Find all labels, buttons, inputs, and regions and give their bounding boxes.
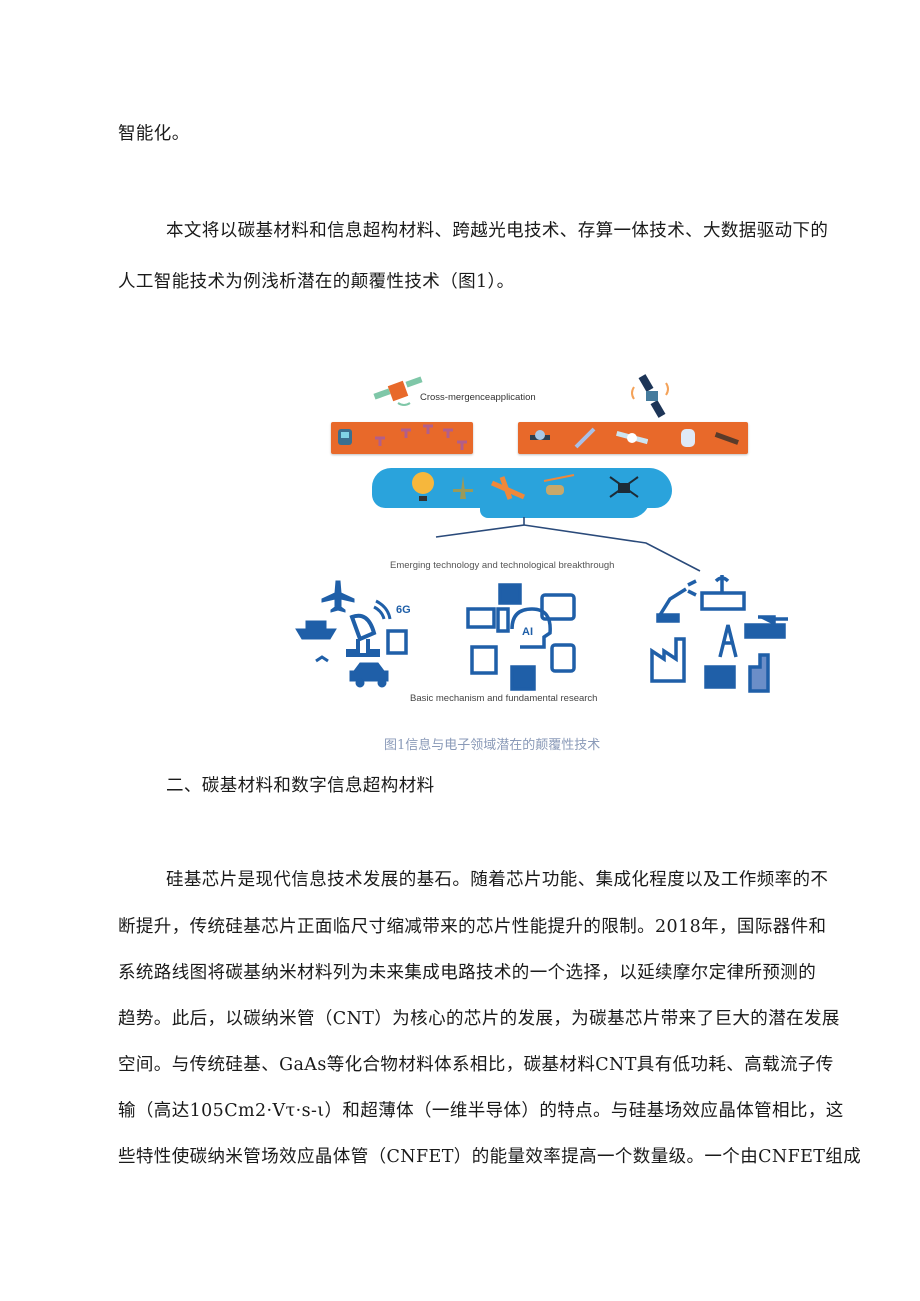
6g-label: 6G <box>396 604 411 616</box>
ai-label: AI <box>522 626 533 638</box>
robot-icon <box>498 583 522 605</box>
drone-icon <box>423 424 433 434</box>
ai-head-icon <box>510 607 552 649</box>
paragraph-line: 空间。与传统硅基、GaAs等化合物材料体系相比，碳基材料CNT具有低功耗、高载流… <box>118 1055 834 1075</box>
figure-label-bottom: Basic mechanism and fundamental research <box>410 693 598 704</box>
computing-ai-icon-group: AI <box>466 583 576 691</box>
chip-icon <box>510 665 536 691</box>
industry-defense-icon-group <box>650 575 788 693</box>
airplane-icon <box>321 580 355 613</box>
hot-air-balloon-icon <box>412 472 434 501</box>
smart-city-icon <box>748 653 770 693</box>
paragraph-line: 本文将以碳基材料和信息超构材料、跨越光电技术、存算一体技术、大数据驱动下的 <box>166 221 829 241</box>
tablet-icon <box>550 643 576 673</box>
capsule-icon <box>681 429 695 447</box>
space-application-panel-left <box>331 422 473 454</box>
car-icon <box>349 662 389 682</box>
satellite-icon <box>574 427 596 449</box>
tank-icon <box>744 615 788 639</box>
paragraph-line: 断提升，传统硅基芯片正面临尺寸缩减带来的芯片性能提升的限制。2018年，国际器件… <box>118 917 827 937</box>
paragraph-line: 些特性使碳纳米管场效应晶体管（CNFET）的能量效率提高一个数量级。一个由CNF… <box>118 1147 862 1167</box>
factory-icon <box>650 637 686 683</box>
telephone-icon <box>704 665 736 689</box>
monitor-icon <box>466 607 496 629</box>
satellite-icon <box>714 432 739 445</box>
figure-label-middle: Emerging technology and technological br… <box>390 560 615 571</box>
space-application-panel-right <box>518 422 748 454</box>
drone-icon <box>375 436 385 446</box>
paragraph-line: 输（高达105Cm2·Vτ·s-ι）和超薄体（一维半导体）的特点。与硅基场效应晶… <box>118 1101 844 1121</box>
figure-caption: 图1信息与电子领域潜在的颠覆性技术 <box>384 738 601 753</box>
paragraph-line: 人工智能技术为例浅析潜在的颠覆性技术（图1）。 <box>118 272 515 292</box>
rover-icon <box>338 429 352 445</box>
drone-icon <box>401 428 411 438</box>
satellite-dish-icon <box>346 613 380 657</box>
figure-label-top: Cross-mergenceapplication <box>420 392 536 403</box>
drone-icon <box>457 440 467 450</box>
figure-1: Cross-mergenceapplication <box>280 365 800 710</box>
robot-arm-icon <box>658 579 697 616</box>
quadcopter-drone-icon <box>609 476 639 498</box>
satellite-icon <box>373 376 423 406</box>
smart-agriculture-icon <box>700 591 746 611</box>
connector-lines <box>435 517 701 572</box>
train-icon <box>386 629 408 655</box>
fighter-jet-icon <box>453 476 473 499</box>
paragraph-line: 硅基芯片是现代信息技术发展的基石。随着芯片功能、集成化程度以及工作频率的不 <box>166 870 829 890</box>
space-station-icon <box>530 430 550 440</box>
cell-tower-icon <box>718 624 738 658</box>
airplane-icon <box>490 476 526 500</box>
paragraph-line: 趋势。此后，以碳纳米管（CNT）为核心的芯片的发展，为碳基芯片带来了巨大的潜在发… <box>118 1009 840 1029</box>
server-icon <box>470 645 498 675</box>
ship-icon <box>295 620 337 640</box>
paragraph-line: 智能化。 <box>118 124 190 144</box>
satellite-icon <box>616 430 648 445</box>
satellite-icon <box>631 374 669 418</box>
helicopter-icon <box>543 474 575 495</box>
drone-icon <box>443 428 453 438</box>
section-heading: 二、碳基材料和数字信息超构材料 <box>166 776 435 796</box>
transport-comms-icon-group: 6G <box>295 580 411 688</box>
cloud-computing-icon <box>540 593 576 621</box>
paragraph-line: 系统路线图将碳基纳米材料列为未来集成电路技术的一个选择，以延续摩尔定律所预测的 <box>118 963 817 983</box>
